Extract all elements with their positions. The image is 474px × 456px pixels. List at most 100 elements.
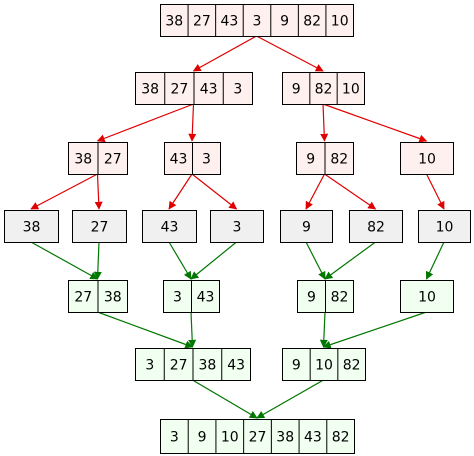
merge-node-m4: 3 27 38 43 [135, 348, 251, 381]
split-edge-n2-n5 [320, 103, 329, 142]
cell-value: 27 [91, 220, 109, 236]
leaf-node-l1: 27 [72, 210, 127, 243]
cell-value: 43 [197, 290, 215, 306]
edges-layer [30, 35, 445, 419]
cell-value: 9 [306, 152, 315, 168]
leaf-node-l6: 10 [418, 210, 471, 243]
cell-value: 10 [418, 152, 436, 168]
merge-edge-l1-m0 [93, 241, 102, 280]
merge-edge-l0-m0 [30, 241, 99, 280]
cell-value: 9 [292, 358, 301, 374]
split-node-n3: 38 27 [68, 142, 128, 175]
cell-value: 82 [343, 358, 361, 374]
cell-value: 82 [331, 290, 349, 306]
cell-value: 43 [227, 358, 245, 374]
split-edge-n0-n2 [256, 35, 324, 72]
merge-node-m5: 9 10 82 [282, 348, 366, 381]
split-node-n5: 9 82 [296, 142, 354, 175]
cell-value: 43 [161, 220, 179, 236]
merge-edge-l3-m1 [190, 241, 237, 280]
cell-value: 38 [74, 152, 92, 168]
node-box [4, 210, 59, 243]
cell-value: 3 [170, 430, 179, 446]
cell-value: 82 [367, 220, 385, 236]
cell-value: 10 [436, 220, 454, 236]
leaf-node-l2: 43 [142, 210, 197, 243]
cell-value: 82 [303, 14, 321, 30]
node-box [280, 210, 333, 243]
cell-value: 27 [249, 430, 267, 446]
cell-value: 43 [200, 82, 218, 98]
split-edge-n6-l6 [425, 173, 445, 210]
cell-value: 3 [253, 14, 262, 30]
node-box [400, 142, 454, 175]
split-node-n6: 10 [400, 142, 454, 175]
cell-value: 10 [315, 358, 333, 374]
cell-value: 9 [307, 290, 316, 306]
merge-edge-m2-m5 [319, 311, 328, 348]
cell-value: 38 [104, 290, 122, 306]
merge-edge-l6-m3 [425, 241, 445, 280]
cell-value: 9 [280, 14, 289, 30]
cell-value: 27 [170, 358, 188, 374]
split-edge-n0-n1 [192, 35, 257, 72]
merge-edge-l2-m1 [168, 241, 192, 280]
leaf-node-l4: 9 [280, 210, 333, 243]
node-box [349, 210, 403, 243]
split-edge-n3-l1 [94, 173, 103, 210]
merge-node-m2: 9 82 [297, 280, 354, 313]
node-box [160, 4, 354, 37]
cell-value: 27 [104, 152, 122, 168]
cell-value: 43 [304, 430, 322, 446]
leaf-node-l0: 38 [4, 210, 59, 243]
node-box [282, 72, 365, 105]
node-box [418, 210, 471, 243]
split-node-n4: 43 3 [164, 142, 221, 175]
cell-value: 38 [165, 14, 183, 30]
cell-value: 3 [145, 358, 154, 374]
merge-edge-l5-m2 [324, 241, 376, 280]
split-edge-n4-l3 [191, 173, 238, 210]
merge-node-m1: 3 43 [163, 280, 220, 313]
split-edge-n1-n4 [188, 103, 197, 142]
cell-value: 9 [198, 430, 207, 446]
split-edge-n2-n6 [322, 103, 428, 143]
cell-value: 38 [23, 220, 41, 236]
cell-value: 10 [221, 430, 239, 446]
leaf-node-l5: 82 [349, 210, 403, 243]
node-box [282, 348, 366, 381]
split-edge-n1-n3 [96, 103, 194, 143]
merge-edge-l4-m2 [305, 241, 326, 280]
cell-value: 3 [173, 290, 182, 306]
cell-value: 3 [202, 152, 211, 168]
split-edge-n5-l5 [324, 173, 377, 210]
cell-value: 10 [418, 290, 436, 306]
cell-value: 38 [198, 358, 216, 374]
cell-value: 82 [330, 152, 348, 168]
leaf-node-l3: 3 [210, 210, 264, 243]
cell-value: 3 [233, 220, 242, 236]
node-box [142, 210, 197, 243]
split-edge-n5-l4 [305, 173, 326, 210]
cell-value: 27 [170, 82, 188, 98]
cell-value: 3 [233, 82, 242, 98]
node-box [210, 210, 264, 243]
merge-edge-m4-m6 [192, 379, 258, 419]
cell-value: 27 [193, 14, 211, 30]
merge-edge-m1-m4 [188, 311, 197, 348]
node-box [72, 210, 127, 243]
cell-value: 10 [342, 82, 360, 98]
split-edge-n3-l0 [30, 173, 98, 210]
merge-edge-m5-m6 [256, 379, 324, 419]
cell-value: 82 [315, 82, 333, 98]
cell-value: 43 [170, 152, 188, 168]
merge-node-m3: 10 [400, 280, 454, 313]
node-box [400, 280, 454, 313]
